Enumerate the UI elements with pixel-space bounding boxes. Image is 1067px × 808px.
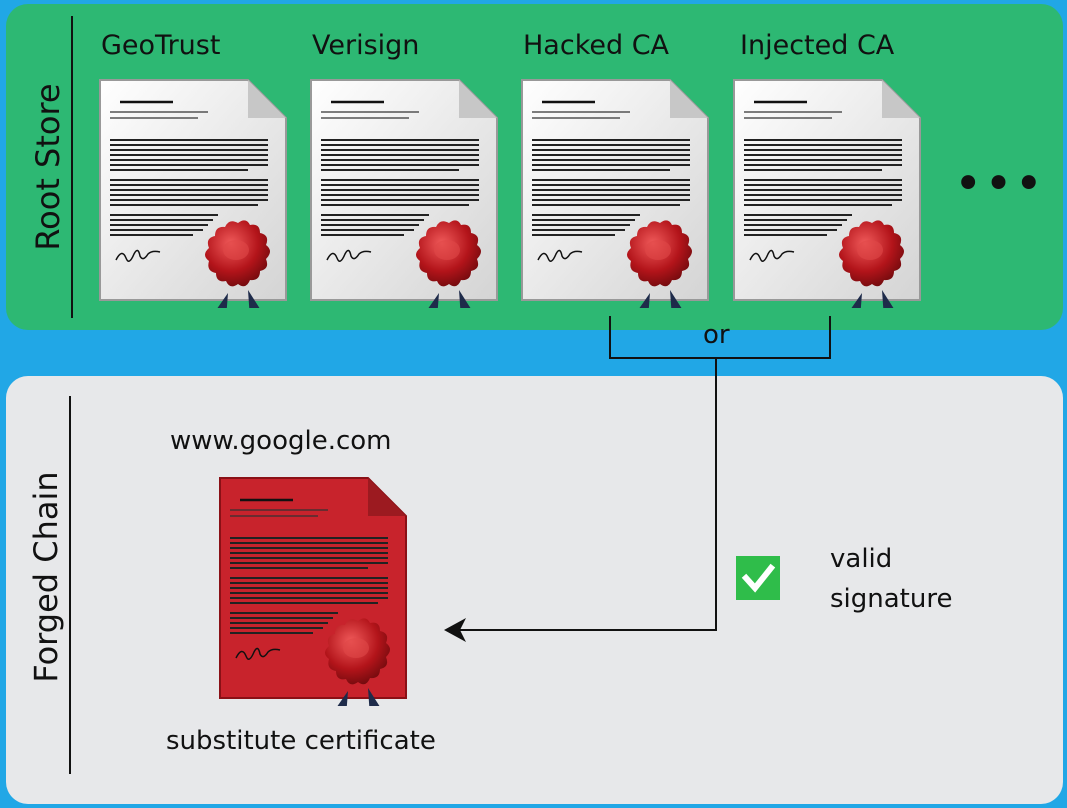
valid-signature-line1: valid — [830, 544, 893, 574]
ca-label-geotrust: GeoTrust — [101, 30, 221, 61]
ca-label-verisign: Verisign — [312, 30, 420, 61]
checkmark-icon — [736, 556, 780, 600]
ca-label-hacked: Hacked CA — [523, 30, 670, 61]
valid-signature-line2: signature — [830, 584, 953, 614]
root-store-divider — [71, 16, 73, 318]
more-ellipsis: ••• — [954, 156, 1045, 212]
root-store-panel: Root Store GeoTrust Verisign Hacked CA I… — [6, 4, 1063, 330]
certificate-geotrust — [99, 79, 287, 308]
or-label: or — [703, 320, 730, 350]
certificate-hacked-ca — [521, 79, 709, 308]
forged-chain-divider — [69, 396, 71, 774]
arrow-left-icon — [444, 618, 466, 642]
certificate-injected-ca — [733, 79, 921, 308]
certificate-caption: substitute certificate — [166, 726, 436, 756]
forged-chain-panel: Forged Chain www.google.com substitute c… — [6, 376, 1063, 804]
certificate-verisign — [310, 79, 498, 308]
domain-label: www.google.com — [170, 426, 392, 456]
substitute-certificate — [219, 477, 407, 706]
ca-label-injected: Injected CA — [740, 30, 895, 61]
